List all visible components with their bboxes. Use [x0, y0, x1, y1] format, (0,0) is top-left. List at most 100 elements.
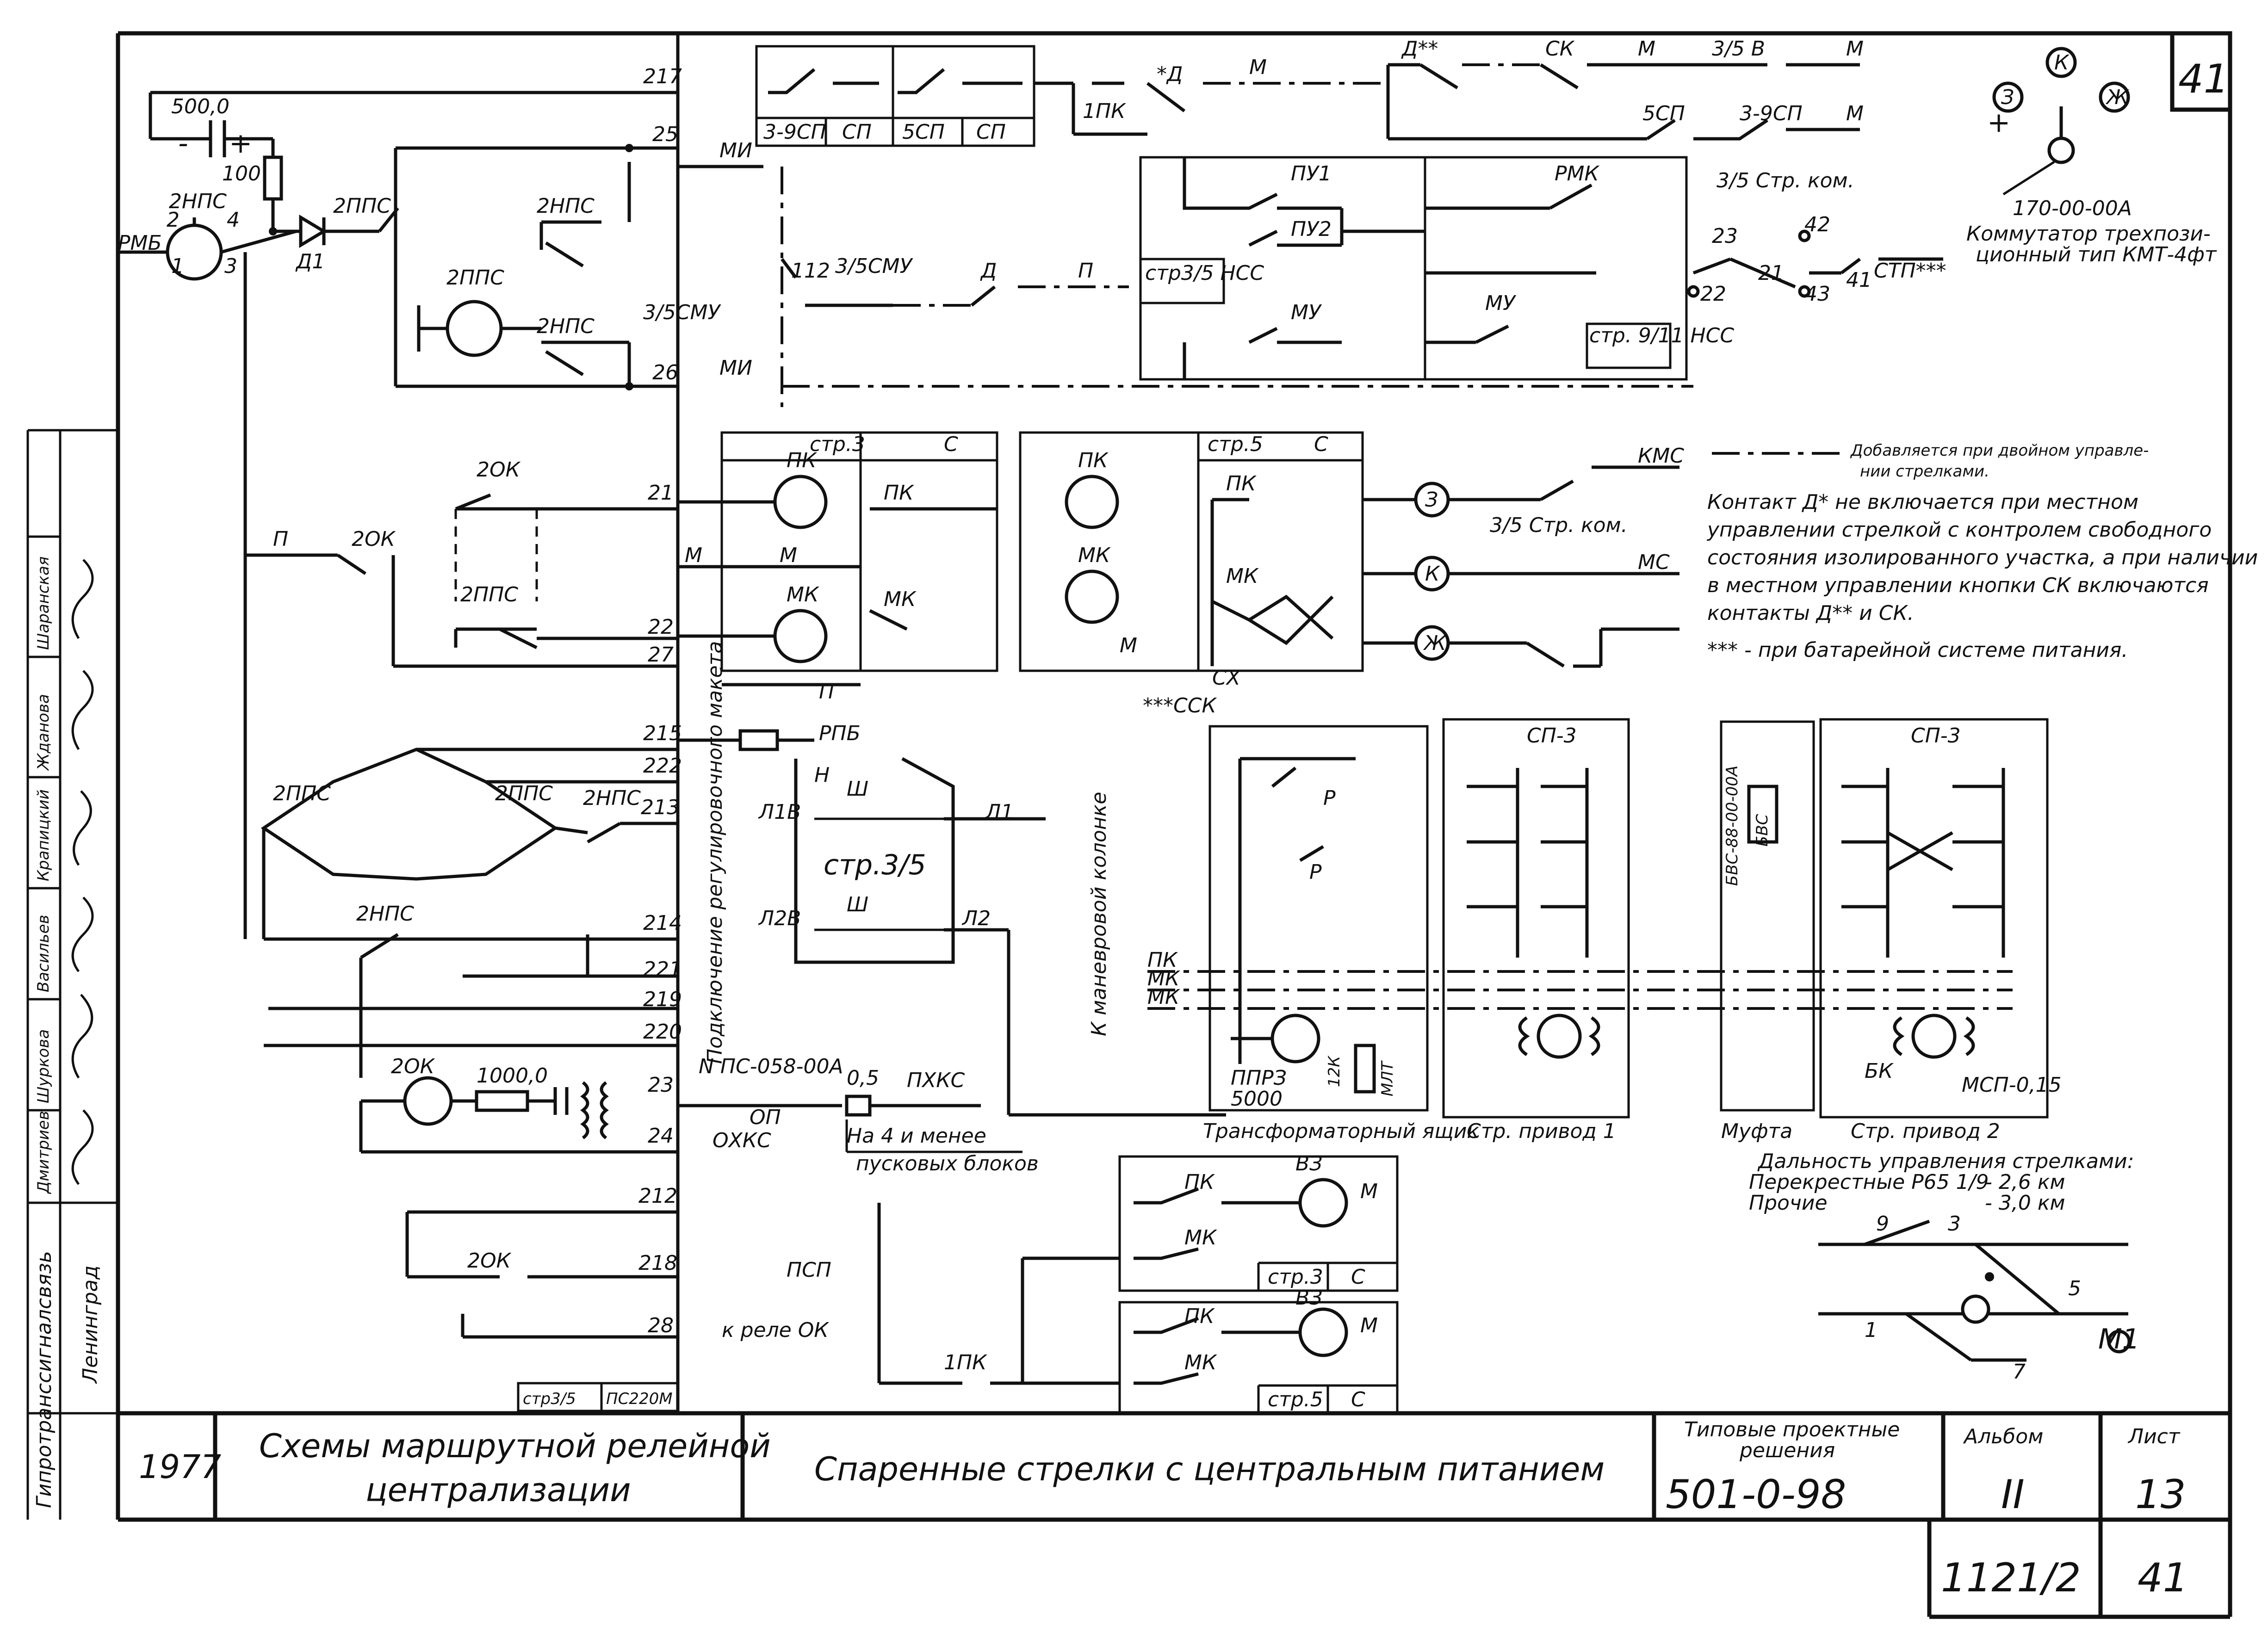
label-1pk-bottom: 1ПК: [944, 1351, 987, 1374]
label-kms: КМС: [1638, 444, 1684, 468]
label-na4: На 4 и менее: [847, 1124, 986, 1148]
stamp-name-5: Жданова: [34, 694, 53, 771]
label-privod2: Стр. привод 2: [1851, 1119, 2000, 1143]
label-str35-nss: стр3/5 НСС: [1145, 261, 1264, 285]
stamp-name-2: Шуркова: [34, 1029, 53, 1103]
label-2npc-a: 2НПС: [537, 194, 595, 218]
tb-album-value: II: [2001, 1472, 2025, 1518]
switch-7: 7: [2013, 1360, 2026, 1384]
label-mi-top: МИ: [719, 139, 752, 162]
label-str5-box: стр.5: [1208, 433, 1263, 456]
label-privod1: Стр. привод 1: [1467, 1119, 1616, 1143]
label-sp3-2: СП-3: [1911, 724, 1961, 748]
label-ssk: ***ССК: [1143, 694, 1217, 717]
label-2npc-bridge: 2НПС: [583, 786, 641, 810]
wire-21: 21: [648, 481, 674, 505]
commutator-caption-2: ционный тип КМТ-4фт: [1976, 243, 2217, 266]
label-2ppc-mid: 2ППС: [460, 583, 518, 606]
label-m-top-right: М: [1638, 37, 1655, 61]
svg-text:+: +: [229, 127, 252, 160]
label-12k: 12К: [1325, 1055, 1344, 1087]
svg-text:2: 2: [167, 208, 180, 232]
label-pxks: ПХКС: [907, 1069, 965, 1092]
label-mk-vz-2: МК: [1184, 1351, 1217, 1374]
label-c-vz-2: С: [1351, 1388, 1365, 1411]
pin-42: 42: [1804, 213, 1830, 236]
label-c-box-1: С: [944, 433, 958, 456]
label-sp-box-2: СП: [976, 120, 1006, 144]
label-d-star: *Д: [1157, 62, 1183, 86]
pin-23: 23: [1712, 224, 1738, 248]
lower-vz-blocks: стр.3 С стр.5 С ВЗ ВЗ ПК МК ПК МК М М 1П…: [722, 1152, 1399, 1415]
note-d-2: управлении стрелкой с контролем свободно…: [1706, 518, 2212, 542]
lamp-z: З: [1425, 488, 1438, 512]
label-pk-contact-1: ПК: [884, 481, 914, 505]
svg-text:1: 1: [171, 254, 184, 278]
stamp-name-1: Дмитриев: [34, 1111, 53, 1194]
label-bk: БК: [1865, 1059, 1894, 1083]
commutator-symbol: З К Ж + 170-00-00А Коммутатор трехпози- …: [1966, 47, 2217, 266]
label-2npc-lower: 2НПС: [356, 902, 414, 926]
label-p-mid: П: [1078, 259, 1093, 283]
label-m-coil-2: М: [1120, 634, 1137, 657]
label-v35: 3/5 В: [1712, 37, 1765, 61]
label-str35-mid: стр.3/5: [824, 849, 926, 881]
wire-24: 24: [648, 1124, 674, 1148]
label-35smu-b: 3/5СМУ: [643, 301, 721, 324]
label-r-transf-1: Р: [1323, 786, 1336, 810]
label-sh-1: Ш: [847, 777, 868, 801]
label-m-top: М: [1249, 56, 1267, 79]
switch-1: 1: [1865, 1318, 1878, 1342]
label-ms: МС: [1638, 550, 1670, 574]
sign-z-circle: [1992, 81, 2024, 113]
pin-41: 41: [1846, 268, 1872, 292]
label-c-vz-1: С: [1351, 1265, 1365, 1289]
label-oxks: ОХКС: [713, 1129, 771, 1152]
label-sx: СХ: [1212, 666, 1241, 690]
switch-3: 3: [1948, 1212, 1961, 1236]
wire-213: 213: [641, 796, 680, 819]
label-2ok-top: 2ОК: [477, 458, 521, 482]
sign-k-circle: [2045, 47, 2077, 78]
label-5sp-box: 5СП: [902, 120, 945, 144]
page-number-bottom: 41: [2138, 1555, 2188, 1601]
label-m-right3: М: [1846, 102, 1864, 125]
label-bvs-code: БВС-88-00-00А: [1723, 766, 1741, 886]
commutator-code: 170-00-00А: [2013, 197, 2132, 220]
wire-215: 215: [643, 722, 682, 745]
switch-9: 9: [1876, 1212, 1889, 1236]
label-npc058: N ПС-058-00А: [699, 1055, 843, 1078]
label-c-box-2: С: [1314, 433, 1328, 456]
tb-typical-label-1: Типовые проектные: [1684, 1418, 1900, 1441]
label-pu1: ПУ1: [1291, 162, 1332, 186]
stamp-city: Ленинград: [79, 1265, 102, 1384]
label-r-transf-2: Р: [1309, 860, 1322, 884]
svg-text:3: 3: [224, 254, 237, 278]
distance-block: Дальность управления стрелками: Перекрес…: [1749, 1150, 2140, 1384]
wire-22: 22: [648, 615, 674, 639]
tb-sheet-value: 13: [2135, 1472, 2186, 1518]
label-stp: СТП***: [1874, 259, 1946, 283]
title-block: 1977 Схемы маршрутной релейной централиз…: [139, 1418, 2188, 1601]
label-mi-bot: МИ: [719, 356, 752, 380]
wire-220: 220: [643, 1020, 682, 1044]
lower-middle-circuit: 5 РПБ Н Л1В Л2В Л1 Л2 Ш Ш стр.3/5 Подклю…: [678, 641, 2013, 1175]
label-psp: ПСП: [787, 1258, 831, 1282]
wire-214: 214: [643, 911, 682, 935]
wire-23: 23: [648, 1073, 674, 1097]
wire-212: 212: [638, 1184, 677, 1208]
label-bvs: БВС: [1753, 814, 1772, 847]
label-mk-coil-1: МК: [787, 583, 819, 606]
wire-26: 26: [652, 361, 678, 384]
label-str-kom: 3/5 Стр. ком.: [1716, 169, 1854, 192]
svg-text:-: -: [178, 127, 188, 160]
label-l2b: Л2В: [758, 907, 801, 930]
label-d-2star: Д**: [1401, 37, 1438, 61]
stamp-org: Гипротранссигналсвязь: [32, 1251, 56, 1508]
label-mk-coil-2: МК: [1078, 544, 1111, 567]
label-mu-left: МУ: [1291, 301, 1322, 324]
notes-block: Добавляется при двойном управле- нии стр…: [1706, 441, 2258, 662]
label-op: ОП: [750, 1106, 781, 1129]
label-sp39-box: 3-9СП: [763, 120, 826, 144]
